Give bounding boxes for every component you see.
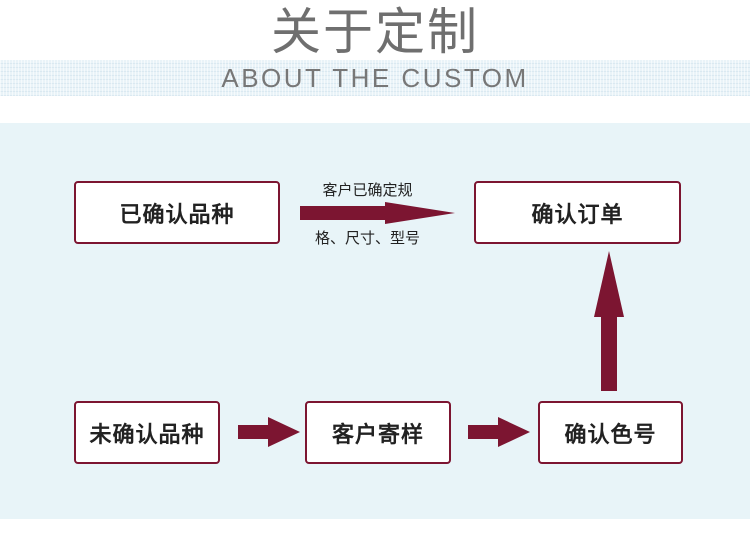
box-confirmed-variety: 已确认品种 [74, 181, 280, 244]
note-line-2: 格、尺寸、型号 [314, 229, 420, 247]
arrow-up-to-order [594, 251, 624, 391]
arrow-to-confirm-order [300, 202, 455, 224]
arrow-to-customer-sample [238, 417, 300, 447]
box-customer-send-sample: 客户寄样 [305, 401, 451, 464]
note-line-1: 客户已确定规 [322, 181, 413, 199]
box-unconfirmed-variety: 未确认品种 [74, 401, 220, 464]
page-title: 关于定制 [271, 3, 479, 61]
page-subtitle: ABOUT THE CUSTOM [221, 63, 529, 93]
box-confirm-order: 确认订单 [474, 181, 681, 244]
box-confirm-color-number: 确认色号 [538, 401, 683, 464]
arrow-to-confirm-color [468, 417, 530, 447]
title-band [0, 60, 750, 96]
